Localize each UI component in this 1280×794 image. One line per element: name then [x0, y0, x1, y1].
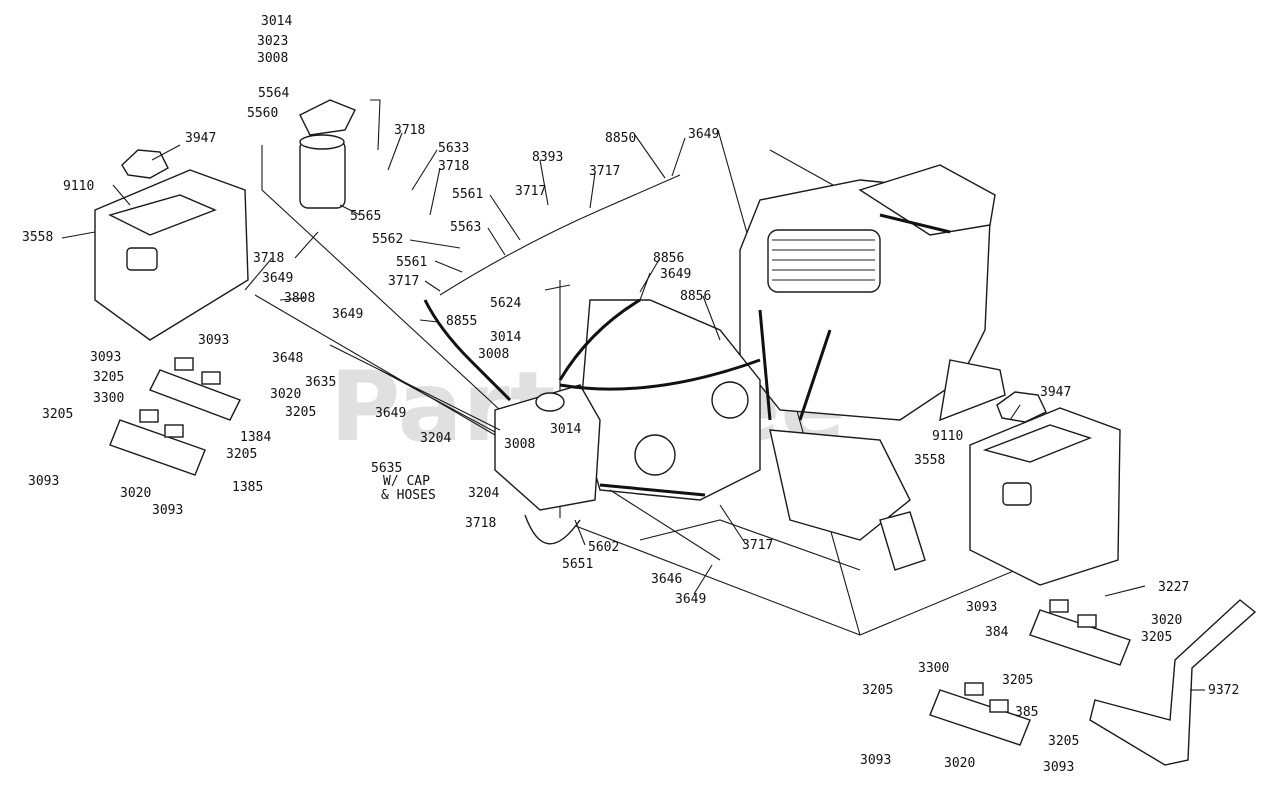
label-5635: 5635: [371, 461, 402, 476]
label-3093-b: 3093: [90, 350, 121, 365]
label-5633: 5633: [438, 141, 469, 156]
label-5635-sub2: & HOSES: [381, 488, 436, 503]
label-5560: 5560: [247, 106, 278, 121]
label-3205-e: 3205: [1141, 630, 1172, 645]
label-3718-b: 3718: [438, 159, 469, 174]
label-5561-a: 5561: [452, 187, 483, 202]
bar-9372: [1089, 599, 1257, 766]
label-5624: 5624: [490, 296, 521, 311]
label-3014-top: 3014: [261, 14, 292, 29]
label-3020-c: 3020: [1151, 613, 1182, 628]
label-9110-right: 9110: [932, 429, 963, 444]
label-3648: 3648: [272, 351, 303, 366]
label-385: 385: [1015, 705, 1038, 720]
label-8856-a: 8856: [653, 251, 684, 266]
label-3649-a: 3649: [688, 127, 719, 142]
engine-assembly: [739, 164, 1006, 422]
transmission-assembly: [579, 299, 926, 571]
label-3093-d: 3093: [152, 503, 183, 518]
label-3008-top: 3008: [257, 51, 288, 66]
label-3649-c: 3649: [660, 267, 691, 282]
label-5651: 5651: [562, 557, 593, 572]
label-3649-b: 3649: [262, 271, 293, 286]
label-9372: 9372: [1208, 683, 1239, 698]
label-3023: 3023: [257, 34, 288, 49]
label-3718-a: 3718: [394, 123, 425, 138]
label-3646: 3646: [651, 572, 682, 587]
label-5561-b: 5561: [396, 255, 427, 270]
fuel-lines: [254, 174, 761, 561]
label-8855: 8855: [446, 314, 477, 329]
part-labels: 3014 3023 3008 5564 5560 3947 9110 3558 …: [22, 14, 1239, 775]
fuel-cap-right: [996, 391, 1047, 423]
label-8850: 8850: [605, 131, 636, 146]
label-5635-sub1: W/ CAP: [383, 474, 430, 489]
label-3014-low: 3014: [550, 422, 581, 437]
label-3300-b: 3300: [918, 661, 949, 676]
label-3205-b: 3205: [285, 405, 316, 420]
label-3205-a: 3205: [93, 370, 124, 385]
label-5562: 5562: [372, 232, 403, 247]
reservoir-assembly: [494, 384, 601, 545]
label-3020-a: 3020: [270, 387, 301, 402]
label-384: 384: [985, 625, 1009, 640]
label-5564: 5564: [258, 86, 289, 101]
label-3205-d: 3205: [226, 447, 257, 462]
label-3205-h: 3205: [1048, 734, 1079, 749]
label-3947-left: 3947: [185, 131, 216, 146]
engine-air-filter: [767, 229, 881, 293]
label-5602: 5602: [588, 540, 619, 555]
label-1384: 1384: [240, 430, 271, 445]
label-3635: 3635: [305, 375, 336, 390]
label-3717-a: 3717: [589, 164, 620, 179]
bracket-right-lower: [929, 682, 1031, 746]
label-3205-c: 3205: [42, 407, 73, 422]
label-3649-f: 3649: [675, 592, 706, 607]
label-3558-left: 3558: [22, 230, 53, 245]
fuel-cap-left: [121, 149, 169, 179]
label-3649-d: 3649: [332, 307, 363, 322]
fuel-tank-left: [94, 149, 249, 341]
fuel-filter: [299, 99, 356, 209]
bracket-right-upper: [1029, 599, 1131, 666]
label-3093-g: 3093: [1043, 760, 1074, 775]
label-3300-a: 3300: [93, 391, 124, 406]
label-3205-g: 3205: [862, 683, 893, 698]
label-3718-c: 3718: [253, 251, 284, 266]
label-3205-f: 3205: [1002, 673, 1033, 688]
label-3204-b: 3204: [468, 486, 499, 501]
label-1385: 1385: [232, 480, 263, 495]
label-3020-b: 3020: [120, 486, 151, 501]
label-3093-e: 3093: [966, 600, 997, 615]
label-6856: 8856: [680, 289, 711, 304]
label-3093-a: 3093: [198, 333, 229, 348]
label-3649-e: 3649: [375, 406, 406, 421]
label-3014-mid: 3014: [490, 330, 521, 345]
label-3718-d: 3718: [465, 516, 496, 531]
label-3093-c: 3093: [28, 474, 59, 489]
label-3558-right: 3558: [914, 453, 945, 468]
label-3204-a: 3204: [420, 431, 451, 446]
label-3717-c: 3717: [388, 274, 419, 289]
label-9110-left: 9110: [63, 179, 94, 194]
label-3808: 3808: [284, 291, 315, 306]
label-5565: 5565: [350, 209, 381, 224]
label-3717-d: 3717: [742, 538, 773, 553]
label-5563: 5563: [450, 220, 481, 235]
label-8393: 8393: [532, 150, 563, 165]
label-3093-f: 3093: [860, 753, 891, 768]
label-3020-d: 3020: [944, 756, 975, 771]
label-3008-low: 3008: [504, 437, 535, 452]
fuel-tank-right: [969, 391, 1121, 586]
label-3717-b: 3717: [515, 184, 546, 199]
label-3947-right: 3947: [1040, 385, 1071, 400]
label-3008-mid: 3008: [478, 347, 509, 362]
leader-lines: [61, 132, 1205, 691]
bracket-left-lower: [109, 409, 206, 476]
label-3227: 3227: [1158, 580, 1189, 595]
bracket-left-upper: [149, 357, 241, 421]
